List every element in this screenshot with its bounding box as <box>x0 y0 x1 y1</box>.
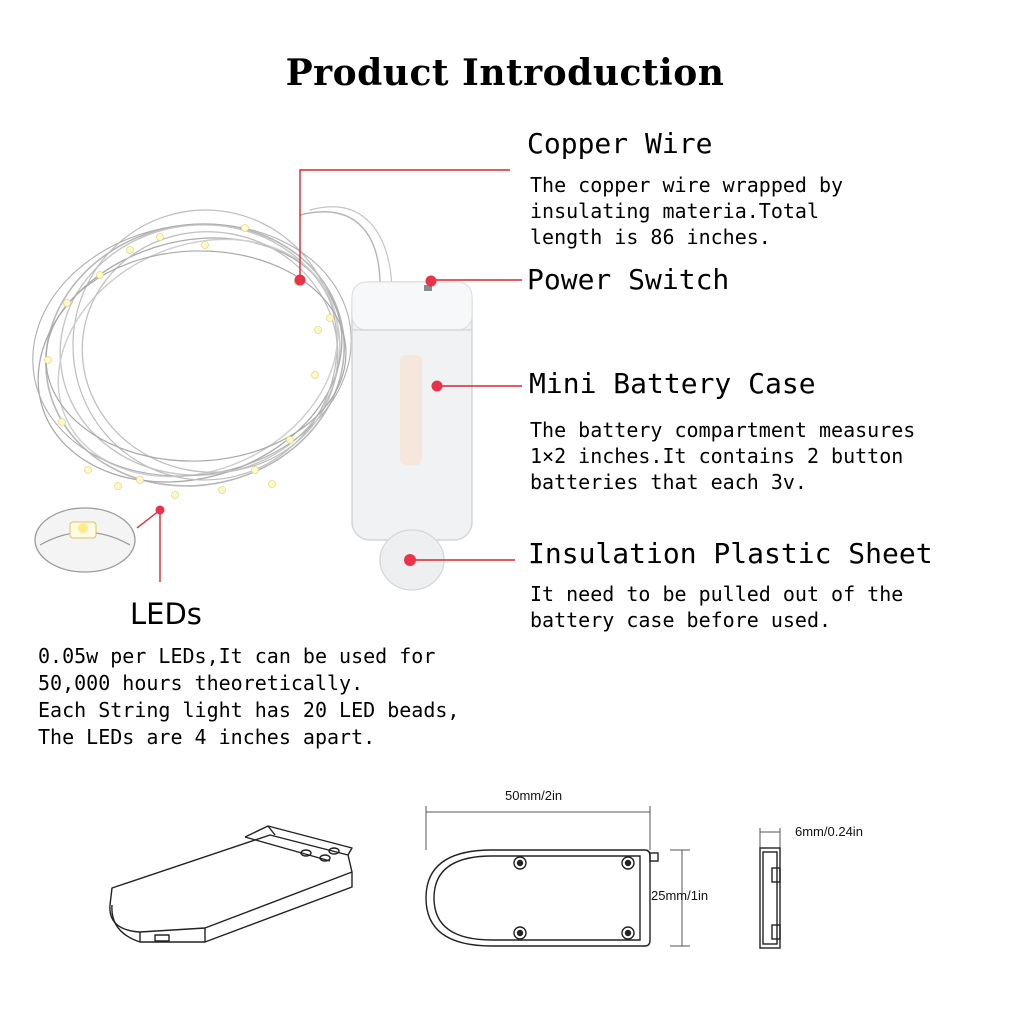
leds-desc-line-2: 50,000 hours theoretically. <box>38 671 364 695</box>
copper-wire-desc-line-1: The copper wire wrapped by <box>530 173 844 197</box>
leds-heading: LEDs <box>130 597 202 631</box>
callout-lines <box>136 169 522 582</box>
copper-wire-heading: Copper Wire <box>527 127 713 160</box>
battery-case-desc-line-2: 1×2 inches.It contains 2 button <box>530 444 904 468</box>
battery-case-perspective-sketch <box>109 825 353 943</box>
leds-desc-line-4: The LEDs are 4 inches apart. <box>38 725 376 749</box>
battery-case-photo <box>351 281 473 591</box>
leds-desc-line-1: 0.05w per LEDs,It can be used for <box>38 644 436 668</box>
battery-case-side-view <box>759 847 781 949</box>
led-string-coil <box>32 206 393 487</box>
insulation-sheet-desc-line-2: battery case before used. <box>530 608 832 632</box>
led-closeup-inset <box>34 507 136 573</box>
battery-case-desc-line-3: batteries that each 3v. <box>530 470 807 494</box>
callout-dots <box>155 274 443 566</box>
insulation-sheet-heading: Insulation Plastic Sheet <box>528 537 933 570</box>
copper-wire-desc-line-3: length is 86 inches. <box>530 225 771 249</box>
power-switch-heading: Power Switch <box>527 263 730 296</box>
dimension-lines <box>425 806 781 947</box>
leds-desc-line-3: Each String light has 20 LED beads, <box>38 698 460 722</box>
dimension-thickness-label: 6mm/0.24in <box>795 824 863 839</box>
page-title: Product Introduction <box>285 52 725 94</box>
battery-case-top-view <box>425 849 659 947</box>
battery-case-heading: Mini Battery Case <box>529 367 816 400</box>
dimension-width-label: 50mm/2in <box>505 788 563 803</box>
dimension-height-label: 25mm/1in <box>651 888 709 903</box>
led-beads <box>44 224 334 499</box>
insulation-sheet-desc-line-1: It need to be pulled out of the <box>530 582 904 606</box>
copper-wire-desc-line-2: insulating materia.Total <box>530 199 819 223</box>
battery-case-desc-line-1: The battery compartment measures <box>530 418 916 442</box>
